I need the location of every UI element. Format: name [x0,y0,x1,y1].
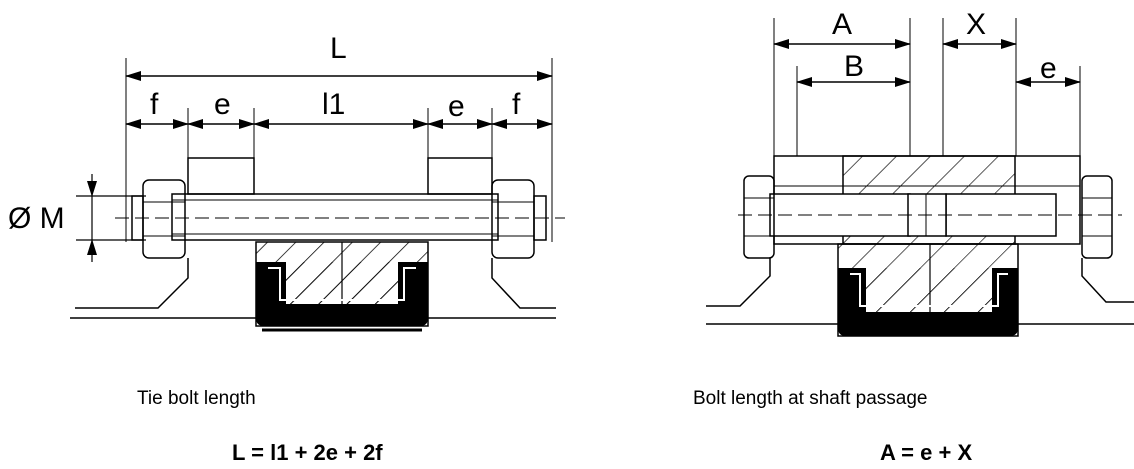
label-B: B [844,50,864,83]
label-L: L [330,32,347,65]
formula-shaft-passage: A = e + X [880,440,973,465]
label-f-right: f [512,88,521,121]
tie-bolt-figure [70,58,565,332]
nut-right-figure-right [1081,175,1113,259]
formula-tie-bolt: L = l1 + 2e + 2f [232,440,383,465]
shaft-lower-body-right [837,243,1019,337]
shaft-body-left [255,241,429,332]
label-l1: l1 [322,88,345,121]
caption-tie-bolt-length: Tie bolt length [137,388,256,409]
support-flange-right-right [1081,258,1134,303]
washer-right [427,157,493,195]
nut-left [131,179,186,259]
support-flange-right [491,258,556,309]
bolt-through-block [769,193,1057,237]
label-e-left: e [214,88,231,121]
support-flange-right-left [706,258,771,307]
extension-lines-right [773,18,1081,156]
support-flange-left [75,258,189,309]
bolt-shank [171,193,499,241]
label-e: e [1040,52,1057,85]
shaft-passage-figure [706,18,1134,337]
label-A: A [832,8,852,41]
washer-left [187,157,255,195]
caption-shaft-passage: Bolt length at shaft passage [693,388,928,409]
extension-lines [125,58,553,242]
label-f-left: f [150,88,159,121]
nut-right-figure-left [743,175,775,259]
label-e-right: e [448,90,465,123]
label-X: X [966,8,986,41]
nut-right [491,179,547,259]
label-diameter-M: Ø M [8,202,65,235]
